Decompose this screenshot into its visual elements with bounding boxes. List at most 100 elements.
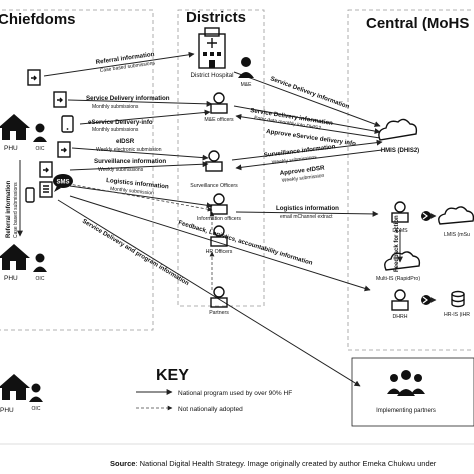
- label-surveillance-sub: Weekly submissions: [98, 167, 144, 173]
- arrow-eservice: [79, 109, 211, 125]
- arrow-sd-program: [57, 199, 361, 387]
- doctor-icon: [29, 383, 43, 402]
- node-multi-is: Multi-IS (RapidPro): [376, 276, 420, 282]
- arrow-circle-icon: [421, 211, 431, 221]
- document-icon: [53, 91, 67, 108]
- label-idsr: eIDSR: [116, 138, 135, 145]
- officer-computer-icon: [210, 225, 228, 247]
- hospital-icon: [198, 27, 226, 69]
- arrow-feedback: [69, 195, 371, 292]
- arrow-approve-eidsr: [235, 149, 383, 171]
- label-dh-service: Service Delivery information: [269, 75, 350, 110]
- document-icon: [39, 181, 53, 198]
- node-oic: OIC: [36, 146, 45, 152]
- doctor-icon: [33, 253, 47, 272]
- node-district-hospital: District Hospital: [191, 72, 234, 79]
- label-feedback-la: Feedback, Logistics, accountability info…: [177, 219, 313, 267]
- label-idsr-sub: Weekly electronic submission: [96, 147, 162, 153]
- node-partners: Partners: [209, 310, 229, 316]
- chiefdoms-column-frame: [0, 9, 154, 331]
- key-solid-text: National program used by over 90% HF: [178, 390, 292, 397]
- label-info-logistics-sub: email mChannel extract: [280, 214, 333, 220]
- officer-computer-icon: [391, 289, 409, 311]
- label-referral-vertical-sub: Case based submissions: [13, 182, 19, 238]
- database-icon: [451, 290, 465, 308]
- doctor-icon: [33, 123, 47, 142]
- node-me: M&E: [241, 82, 253, 88]
- arrow-info-logistics: [235, 210, 379, 217]
- arrow-logistics: [69, 185, 213, 209]
- footer-source: Source: National Digital Health Strategy…: [110, 459, 437, 468]
- sms-bubble-icon: [53, 174, 73, 192]
- central-column-frame: [347, 9, 474, 351]
- sms-label: SMS: [56, 180, 69, 186]
- officer-computer-icon: [210, 92, 228, 114]
- label-eservice: eService Delivery-info: [88, 119, 153, 126]
- arrow-me-service: [233, 105, 381, 135]
- node-oic: OIC: [36, 276, 45, 282]
- node-phu: PHU: [4, 275, 18, 282]
- column-header-districts: Districts: [186, 9, 246, 26]
- officer-computer-icon: [210, 286, 228, 308]
- key-dashed-text: Not nationally adopted: [178, 406, 243, 413]
- arrow-approve-eservice: [235, 113, 381, 139]
- dashed-arrow-sms: [57, 181, 213, 212]
- document-icon: [39, 161, 53, 178]
- cloud-icon: [438, 206, 474, 225]
- doctor-icon: [238, 57, 254, 78]
- footer-source-text: : National Digital Health Strategy. Imag…: [135, 459, 436, 468]
- phu-house-icon: [0, 244, 30, 270]
- node-me-officers: M&E officers: [204, 117, 234, 123]
- implementing-partners-box: [351, 357, 474, 427]
- arrow-idsr: [71, 147, 209, 161]
- column-header-chiefdoms: Chiefdoms: [0, 11, 76, 28]
- node-dhrh: DHRH: [393, 314, 408, 320]
- label-service-delivery-sub: Monthly submissions: [92, 104, 139, 110]
- label-logistics-sub: Monthly submission: [110, 186, 155, 197]
- node-information-officers: Information officers: [197, 216, 241, 222]
- label-surv-hmis-sub: Weekly submissions: [272, 154, 318, 166]
- arrow-referral: [43, 51, 195, 77]
- footer-source-label: Source: [110, 459, 135, 468]
- cloud-icon: [378, 118, 418, 141]
- label-service-delivery: Service Delivery information: [86, 95, 170, 102]
- node-lmis: LMIS (mSu: [444, 232, 470, 238]
- node-oic: OIC: [32, 406, 41, 412]
- phu-house-icon: [0, 114, 30, 140]
- node-implementing-partners: Implementing partners: [376, 408, 436, 414]
- phone-icon: [25, 187, 35, 203]
- officer-computer-icon: [205, 150, 223, 172]
- node-phu: PHU: [4, 145, 18, 152]
- document-icon: [57, 141, 71, 158]
- phu-house-icon: [0, 374, 30, 400]
- arrow-surv-hmis: [231, 139, 383, 161]
- officer-computer-icon: [391, 201, 409, 223]
- node-phu: PHU: [0, 407, 14, 414]
- label-approve-eidsr-sub: Weekly submission: [282, 173, 325, 184]
- cloud-icon: [384, 251, 421, 271]
- node-hmis: HMIS (DHIS2): [381, 148, 419, 154]
- document-icon: [27, 69, 41, 86]
- label-eservice-sub: Monthly submissions: [92, 127, 139, 133]
- arrow-dh-service: [233, 71, 381, 127]
- tablet-icon: [61, 115, 74, 133]
- label-surveillance: Surveillance information: [94, 158, 166, 165]
- label-feedback-action: Feedback for action: [394, 215, 400, 272]
- node-hr-officers: HR Officers: [206, 249, 233, 255]
- node-hr-is: HR-IS (iHR: [444, 312, 470, 318]
- arrow-service-delivery: [67, 99, 213, 107]
- key-title: KEY: [156, 367, 189, 384]
- node-ddms: DDMS: [392, 228, 408, 234]
- officer-computer-icon: [210, 193, 228, 215]
- node-surveillance-officers: Surveillance Officers: [190, 183, 238, 189]
- arrow-circle-icon: [421, 295, 431, 305]
- label-approve-eservice: Approve eService delivery info: [266, 128, 357, 148]
- districts-column-frame: [177, 9, 265, 307]
- column-header-central: Central (MoHS: [366, 15, 469, 32]
- label-info-logistics: Logistics information: [276, 205, 339, 212]
- arrow-surveillance: [69, 161, 209, 171]
- label-referral-vertical: Referral information: [6, 180, 12, 238]
- group-people-icon: [387, 370, 425, 396]
